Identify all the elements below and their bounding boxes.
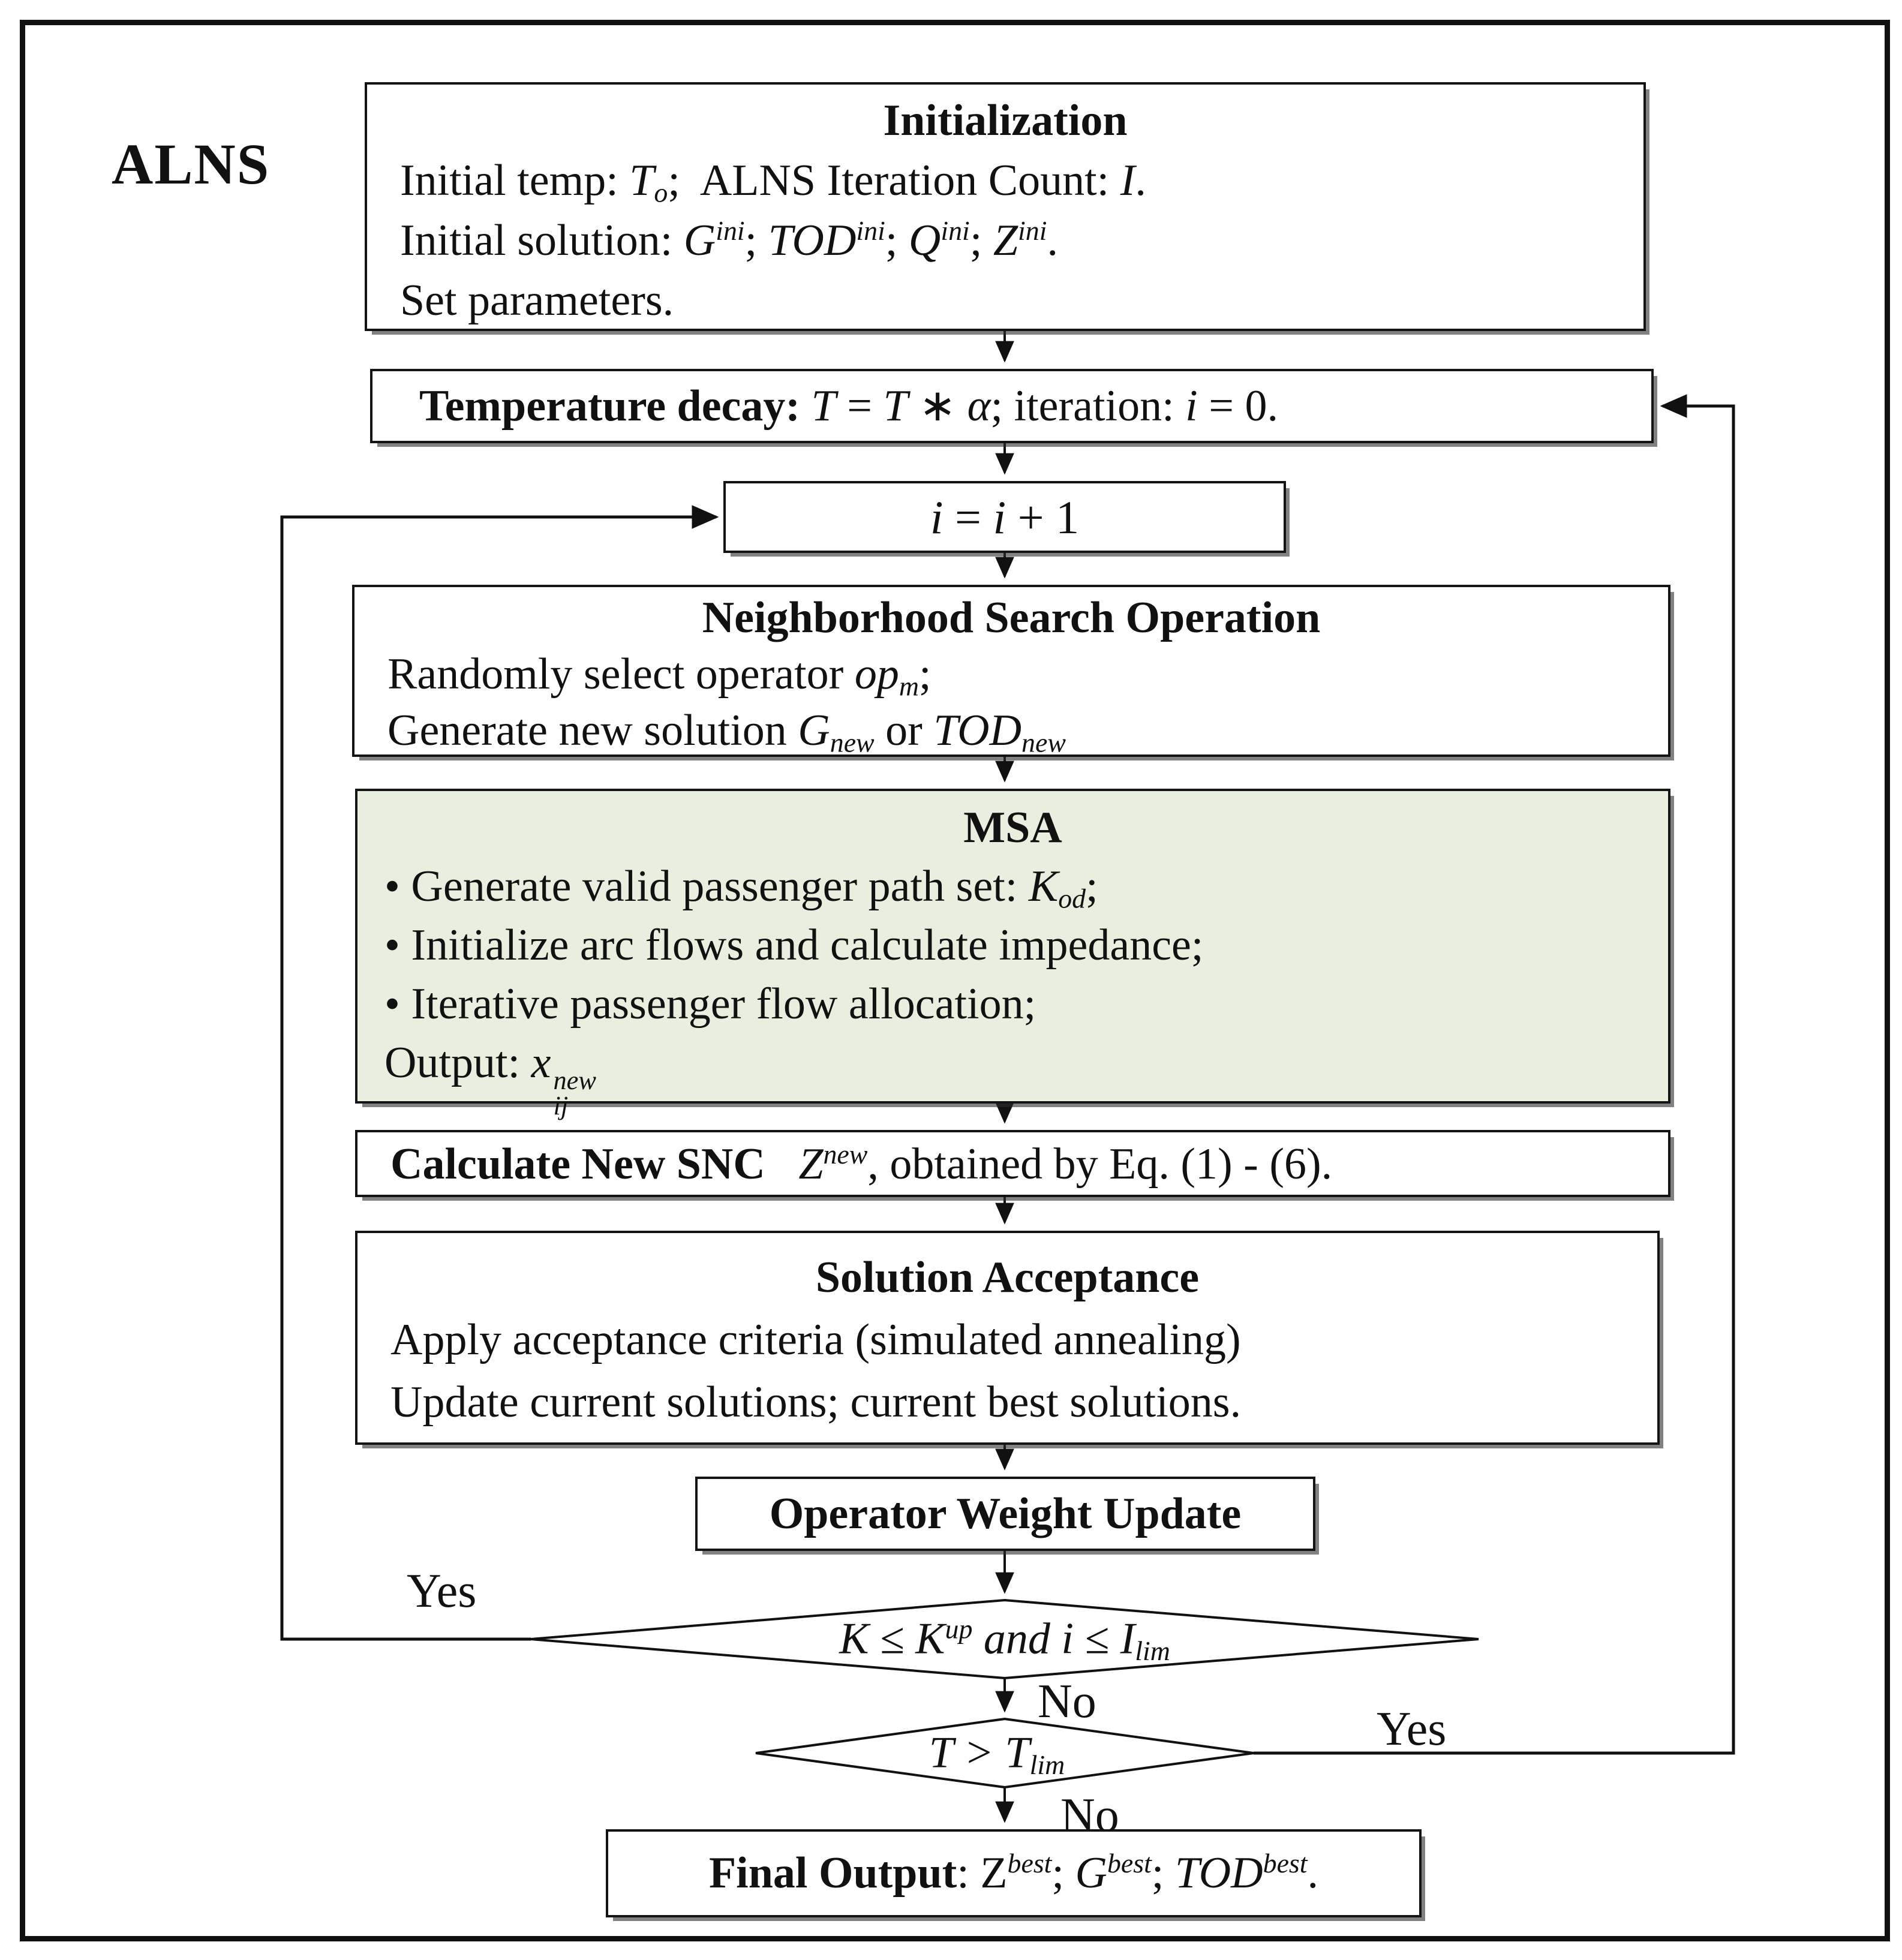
calculate-snc-text: Calculate New SNC Znew, obtained by Eq. … [390, 1138, 1333, 1189]
initialization-title: Initialization [883, 96, 1128, 145]
edge-label-yes-left: Yes [407, 1565, 477, 1618]
node-msa: MSA • Generate valid passenger path set:… [355, 789, 1670, 1119]
node-calculate-snc: Calculate New SNC Znew, obtained by Eq. … [355, 1130, 1670, 1197]
msa-title: MSA [963, 803, 1062, 852]
iteration-check-diamond [530, 1598, 1479, 1680]
temperature-check-diamond [755, 1717, 1254, 1789]
node-neighborhood-search: Neighborhood Search Operation Randomly s… [352, 585, 1670, 757]
final-output-text: Final Output: Zbest; Gbest; TODbest. [708, 1847, 1319, 1898]
edge-label-no-iteration: No [1038, 1675, 1096, 1728]
solution-acceptance-line: Apply acceptance criteria (simulated ann… [390, 1315, 1241, 1364]
node-operator-weight-update: Operator Weight Update [695, 1477, 1315, 1551]
msa-line: • Initialize arc flows and calculate imp… [384, 921, 1204, 970]
initialization-line: Initial solution: Gini; TODini; Qini; Zi… [400, 215, 1058, 265]
loop-yes-right [1254, 394, 1735, 1755]
edge-label-yes-right: Yes [1377, 1703, 1447, 1755]
initialization-line: Set parameters. [400, 276, 674, 325]
temperature-decay-text: Temperature decay: T = T ∗ α; iteration:… [419, 381, 1278, 431]
node-solution-acceptance: Solution Acceptance Apply acceptance cri… [355, 1231, 1660, 1445]
node-temperature-decay: Temperature decay: T = T ∗ α; iteration:… [370, 369, 1654, 443]
neighborhood-search-line: Generate new solution Gnew or TODnew [387, 706, 1066, 758]
figure-border [20, 20, 1890, 1941]
neighborhood-search-line: Randomly select operator opm; [387, 650, 932, 702]
algorithm-label: ALNS [112, 132, 271, 196]
node-final-output: Final Output: Zbest; Gbest; TODbest. [606, 1829, 1422, 1917]
node-initialization: Initialization Initial temp: To; ALNS It… [365, 82, 1646, 331]
edge-label-no-temperature: No [1060, 1789, 1119, 1842]
operator-weight-update-title: Operator Weight Update [769, 1489, 1242, 1538]
temperature-check-text: T > Tlim [929, 1728, 1065, 1780]
loop-yes-left [280, 505, 719, 1641]
iteration-increment-text: i = i + 1 [930, 491, 1080, 543]
msa-line: • Generate valid passenger path set: Kod… [384, 862, 1098, 914]
iteration-check-text: K ≤ Kup and i ≤ Ilim [839, 1613, 1170, 1666]
solution-acceptance-line: Update current solutions; current best s… [390, 1378, 1242, 1427]
initialization-line: Initial temp: To; ALNS Iteration Count: … [400, 156, 1146, 208]
solution-acceptance-title: Solution Acceptance [815, 1253, 1200, 1302]
node-iteration-increment: i = i + 1 [723, 481, 1286, 553]
msa-line: • Iterative passenger flow allocation; [384, 979, 1036, 1029]
neighborhood-search-title: Neighborhood Search Operation [702, 593, 1321, 642]
